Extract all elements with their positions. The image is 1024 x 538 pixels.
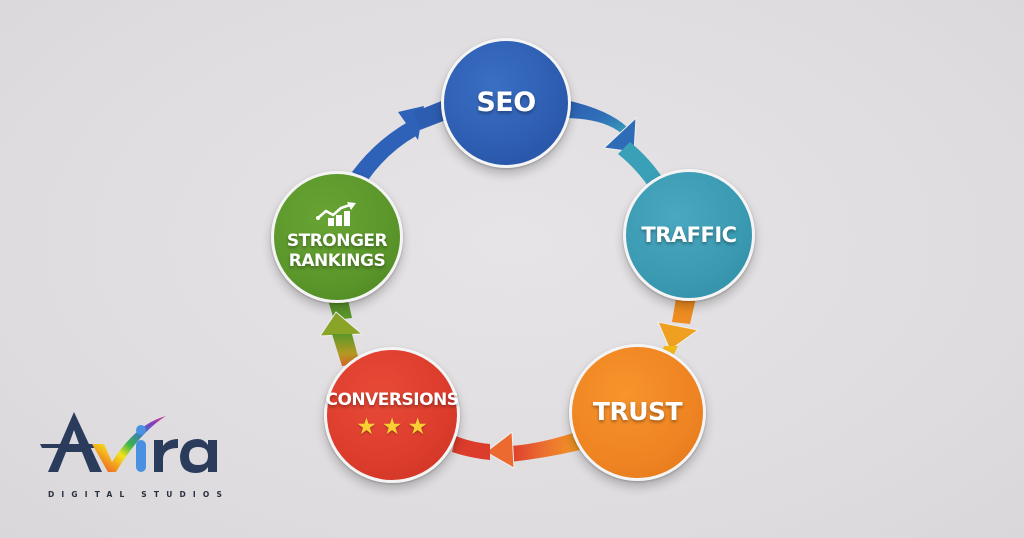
star-icon: ★ [356,414,377,441]
arrow-trust-to-conversions [452,431,580,469]
node-traffic-label: TRAFFIC [641,222,737,247]
node-rankings-label-line1: STRONGER [286,231,388,252]
node-conversions-label: CONVERSIONS [325,389,460,410]
node-traffic: TRAFFIC [623,169,755,301]
node-seo: SEO [441,38,571,168]
node-rankings-label-line2: RANKINGS [288,251,386,271]
node-seo-label: SEO [476,87,536,119]
node-conversions: CONVERSIONS ★ ★ ★ [324,347,460,483]
avira-wordmark [40,412,217,473]
logo-tagline: DIGITAL STUDIOS [48,490,230,499]
avira-logo: DIGITAL STUDIOS [38,410,228,500]
arrow-rankings-to-seo [352,100,446,180]
arrow-seo-to-traffic [562,100,668,192]
node-stronger-rankings: STRONGER RANKINGS [271,171,403,303]
three-stars-icon: ★ ★ ★ [356,416,428,439]
node-trust-label: TRUST [592,397,683,427]
growth-chart-icon [316,202,356,227]
star-icon: ★ [407,414,428,441]
arrow-conversions-to-rankings [319,300,364,366]
star-icon: ★ [381,414,403,441]
node-trust: TRUST [569,344,706,481]
